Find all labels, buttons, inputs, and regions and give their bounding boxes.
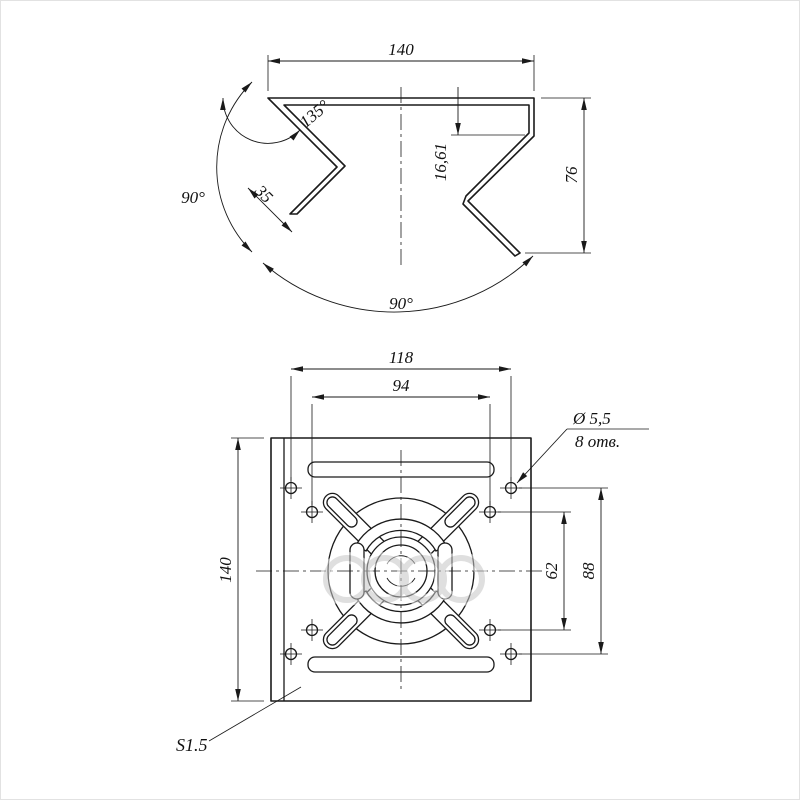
dim-label-inner-v: 62 (542, 562, 561, 580)
dim-step-16-61: 16,61 (431, 87, 525, 181)
arm-end-slot (444, 496, 476, 528)
hole-callout: Ø 5,5 8 отв. (516, 409, 649, 484)
dim-label-bottom-angle: 90° (389, 294, 413, 313)
dim-outer-holes-88: 88 (519, 487, 608, 655)
thickness-label: S1.5 (176, 735, 208, 755)
bent-profile-outline (267, 97, 535, 257)
dim-label-outer-h: 118 (389, 348, 414, 367)
hole-diameter-label: Ø 5,5 (572, 409, 611, 428)
arm-end-slot (444, 614, 476, 646)
dim-left-angle-90: 90° (181, 81, 253, 253)
dim-width-140: 140 (267, 40, 535, 91)
dim-label-width: 140 (388, 40, 414, 59)
dim-outer-holes-118: 118 (290, 348, 512, 481)
dim-label-outer-v: 88 (579, 562, 598, 580)
dim-flange-35: 35 (247, 181, 293, 233)
side-profile-view: 140 135° 90° 35 16,61 76 (181, 40, 591, 313)
plate-front-view: 118 94 140 62 88 Ø 5 (176, 348, 649, 755)
dim-inner-holes-94: 94 (311, 376, 491, 505)
dim-label-flange: 35 (250, 181, 276, 207)
hole-count-label: 8 отв. (575, 432, 620, 451)
dim-label-inner-h: 94 (393, 376, 411, 395)
dim-plate-height-140: 140 (216, 437, 264, 702)
dim-label-step: 16,61 (431, 143, 450, 181)
dim-inner-holes-62: 62 (498, 511, 571, 631)
hole-center-ticks (280, 477, 522, 665)
dim-label-left-angle: 90° (181, 188, 205, 207)
dim-label-height: 76 (562, 166, 581, 184)
arm-end-slot (326, 496, 358, 528)
dim-height-76: 76 (525, 97, 591, 254)
dim-label-plate-height: 140 (216, 557, 235, 583)
thickness-note: S1.5 (176, 686, 302, 755)
watermark (320, 552, 488, 606)
dim-bottom-angle-90: 90° (262, 255, 534, 313)
arm-end-slot (326, 614, 358, 646)
